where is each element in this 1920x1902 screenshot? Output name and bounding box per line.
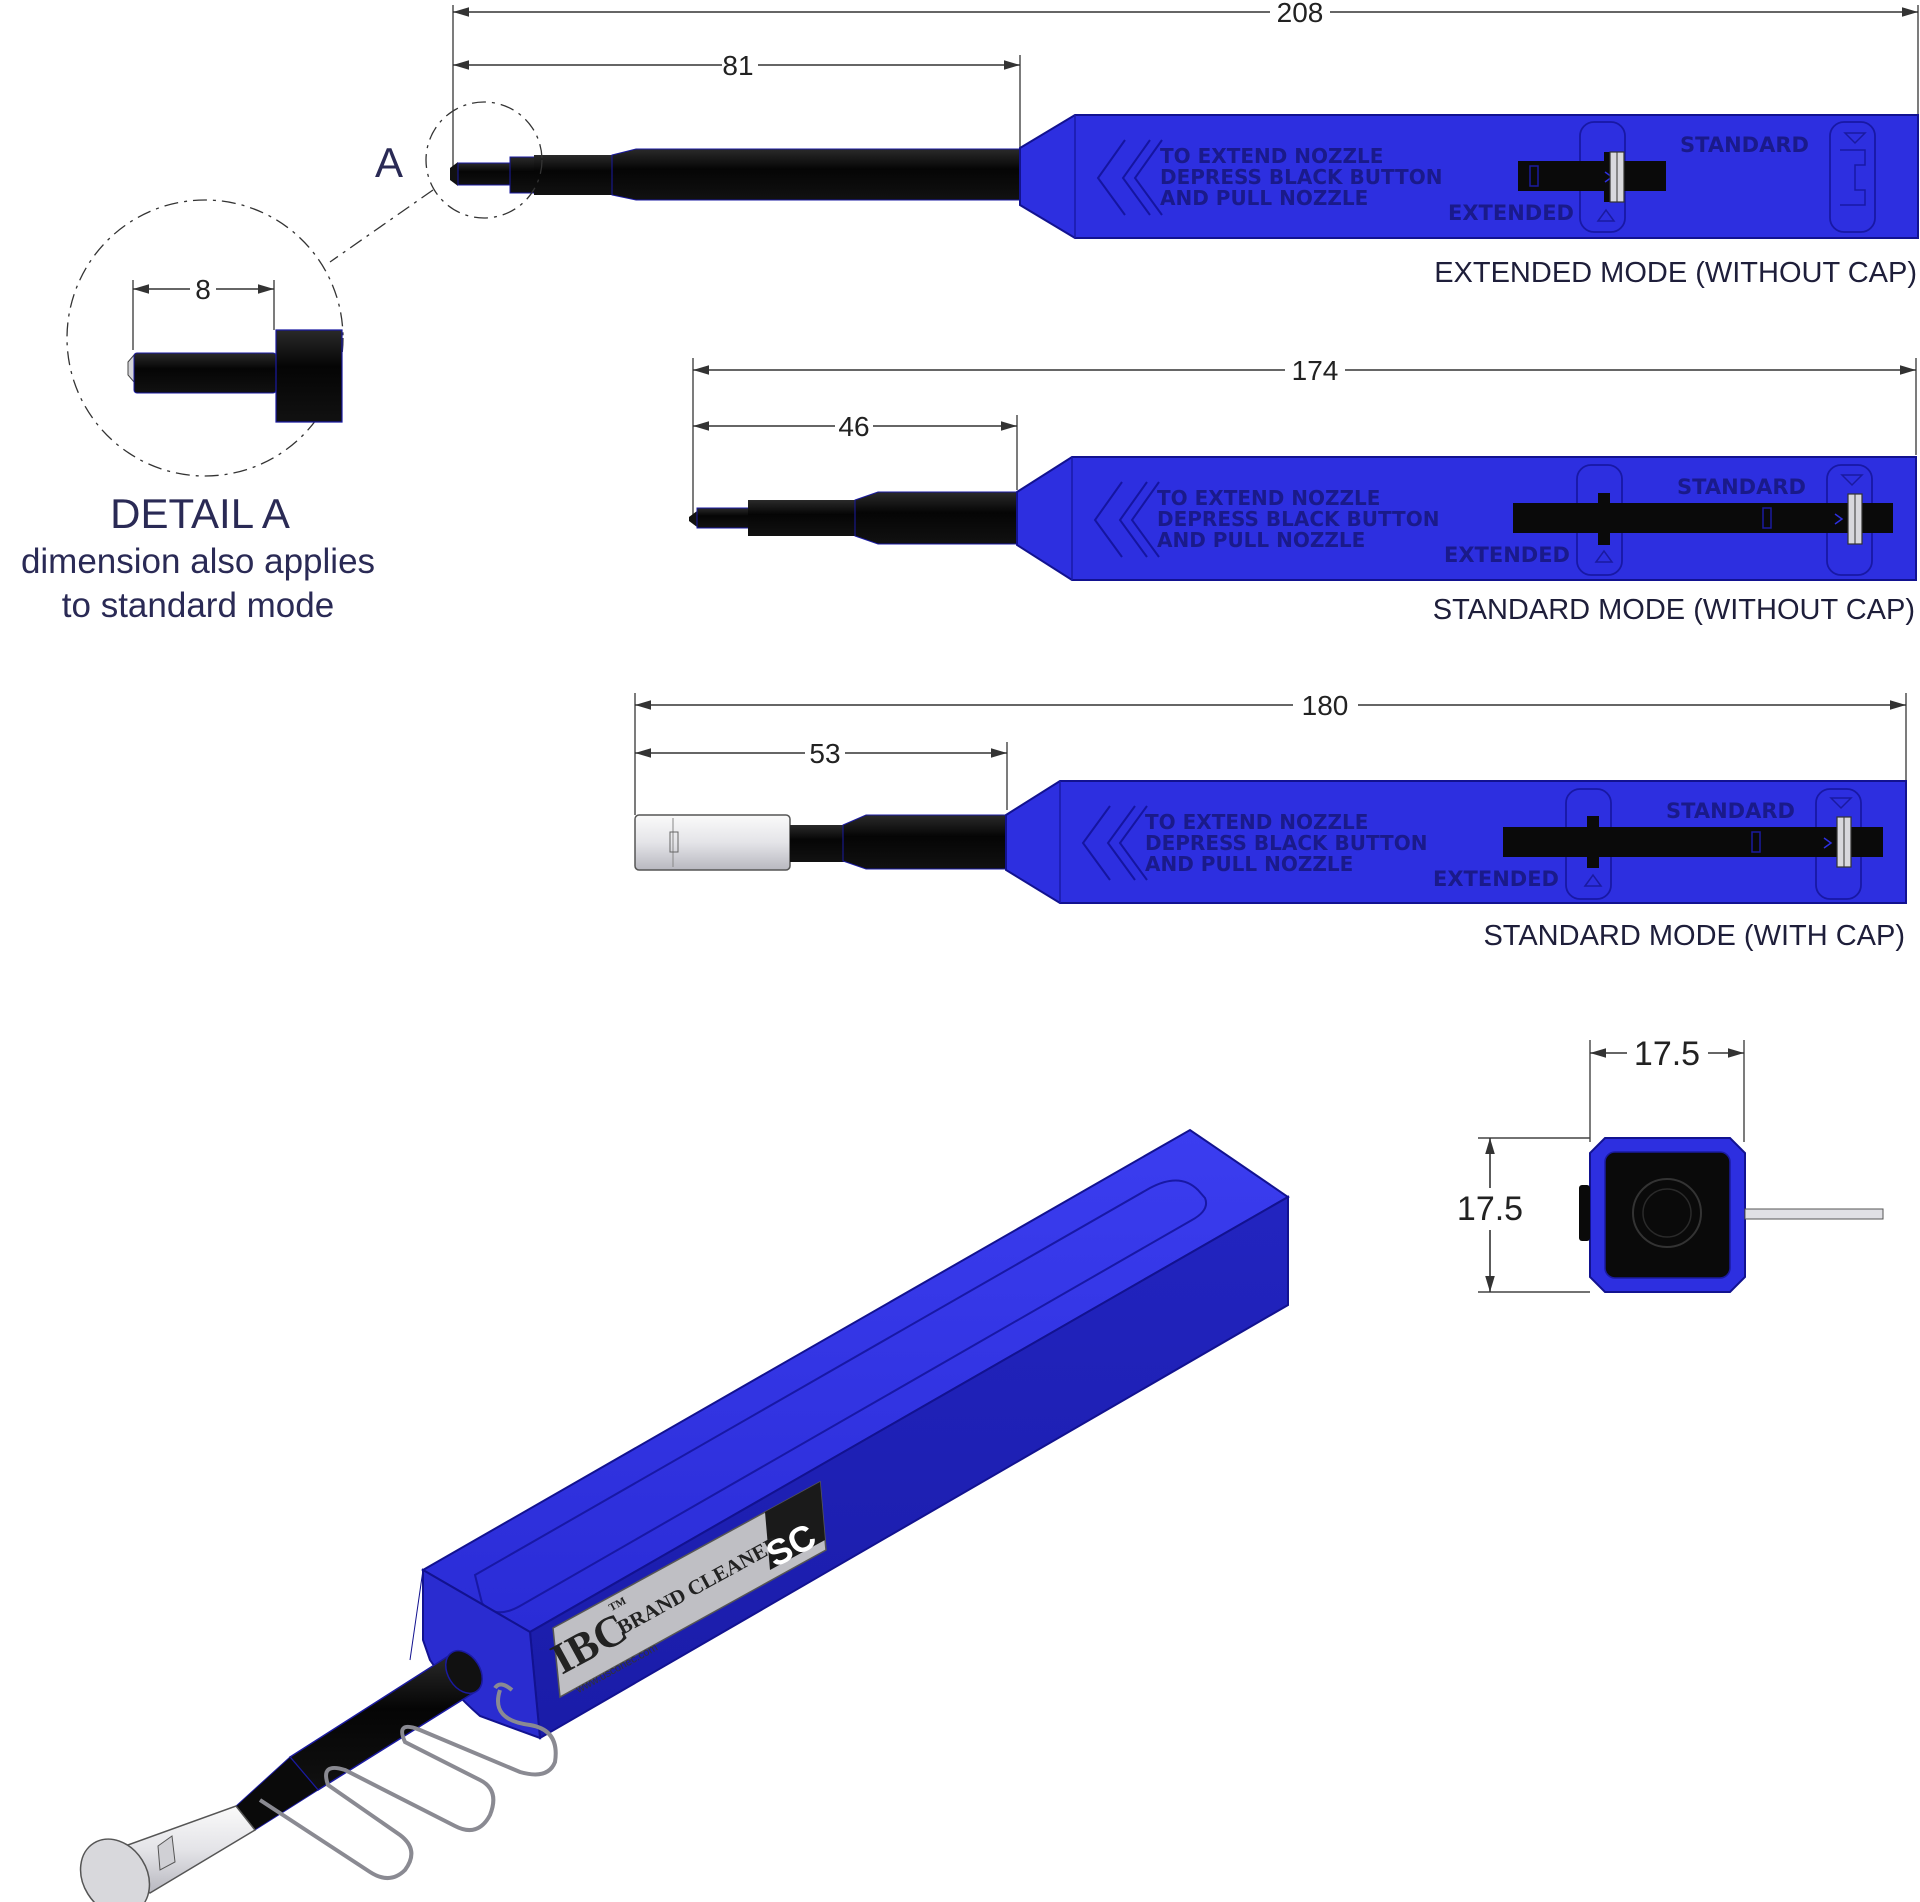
dim-180-text: 180 xyxy=(1302,690,1349,721)
body-instruction-line3: AND PULL NOZZLE xyxy=(1145,852,1353,876)
extended-label: EXTENDED xyxy=(1444,543,1570,567)
body-instruction-line2: DEPRESS BLACK BUTTON xyxy=(1145,831,1427,855)
dust-cap xyxy=(634,814,791,871)
dim-208-text: 208 xyxy=(1277,0,1324,28)
standard-mode-view: 174 46 TO EXTEND N xyxy=(689,355,1917,626)
dim-53-text: 53 xyxy=(809,738,840,769)
wire-retainer xyxy=(258,1682,558,1880)
detail-magnified-circle xyxy=(66,199,344,477)
dim-end-width-text: 17.5 xyxy=(1634,1035,1700,1073)
body-instruction-line1: TO EXTEND NOZZLE xyxy=(1157,486,1380,510)
dimension-end-width: 17.5 xyxy=(1589,1035,1745,1142)
body-instruction-line1: TO EXTEND NOZZLE xyxy=(1145,810,1368,834)
nozzle-extended xyxy=(450,148,1023,201)
dimension-nozzle-standard: 46 xyxy=(693,411,1018,490)
nozzle-with-cap xyxy=(634,814,1009,871)
cleaner-body-extended: TO EXTEND NOZZLE DEPRESS BLACK BUTTON AN… xyxy=(1019,114,1919,239)
dimension-nozzle-extended: 81 xyxy=(453,50,1021,148)
dimension-detail-tip: 8 xyxy=(132,274,275,350)
isometric-view: IBC TM BRAND CLEANER www.usconec.com SC xyxy=(79,1128,1290,1902)
cleaner-body-standard: TO EXTEND NOZZLE DEPRESS BLACK BUTTON AN… xyxy=(1016,456,1917,581)
standard-cap-mode-caption: STANDARD MODE (WITH CAP) xyxy=(1483,920,1905,952)
detail-title: DETAIL A xyxy=(110,490,290,537)
standard-mode-caption: STANDARD MODE (WITHOUT CAP) xyxy=(1433,594,1915,626)
extended-mode-view: 208 81 xyxy=(450,0,1919,289)
dim-174-text: 174 xyxy=(1292,355,1339,386)
cleaner-body-with-cap: TO EXTEND NOZZLE DEPRESS BLACK BUTTON AN… xyxy=(1005,780,1907,904)
extended-label: EXTENDED xyxy=(1448,201,1574,225)
standard-label: STANDARD xyxy=(1680,133,1809,157)
dim-end-height-text: 17.5 xyxy=(1457,1190,1523,1228)
dimension-overall-with-cap: 180 xyxy=(634,690,1907,815)
end-view: 17.5 17.5 xyxy=(1457,1035,1884,1293)
detail-callout-label: A xyxy=(375,139,403,186)
dim-81-text: 81 xyxy=(722,50,753,81)
detail-tip-drawing xyxy=(127,329,343,423)
standard-label: STANDARD xyxy=(1666,799,1795,823)
body-instruction-line3: AND PULL NOZZLE xyxy=(1157,528,1365,552)
body-instruction-line2: DEPRESS BLACK BUTTON xyxy=(1157,507,1439,531)
body-instruction-line1: TO EXTEND NOZZLE xyxy=(1160,144,1383,168)
standard-label: STANDARD xyxy=(1677,475,1806,499)
extended-mode-caption: EXTENDED MODE (WITHOUT CAP) xyxy=(1434,257,1917,289)
detail-callout-circle xyxy=(425,101,543,219)
detail-note-line2: to standard mode xyxy=(62,586,334,625)
detail-a: A 8 DETAIL A dimension also applies to s… xyxy=(21,101,543,625)
isometric-cap xyxy=(79,1805,257,1902)
body-instruction-line3: AND PULL NOZZLE xyxy=(1160,186,1368,210)
dim-8-text: 8 xyxy=(195,274,211,305)
body-instruction-line2: DEPRESS BLACK BUTTON xyxy=(1160,165,1442,189)
dimension-end-height: 17.5 xyxy=(1457,1137,1590,1293)
dim-46-text: 46 xyxy=(838,411,869,442)
nozzle-standard xyxy=(689,491,1019,545)
dimension-overall-extended: 208 xyxy=(452,0,1919,170)
dimension-nozzle-with-cap: 53 xyxy=(635,738,1008,810)
dimension-overall-standard: 174 xyxy=(692,355,1917,518)
extended-label: EXTENDED xyxy=(1433,867,1559,891)
detail-note-line1: dimension also applies xyxy=(21,542,375,581)
standard-cap-mode-view: 180 53 TO E xyxy=(634,690,1907,952)
